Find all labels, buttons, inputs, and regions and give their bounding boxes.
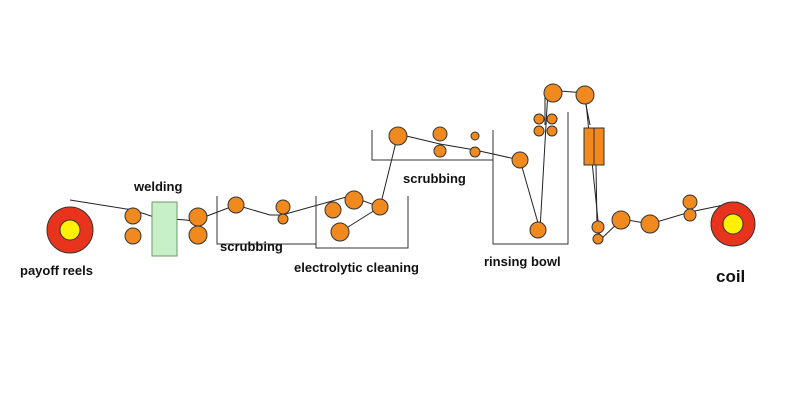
roller [275, 199, 291, 215]
roller [188, 207, 208, 227]
label-scrubbing-1: scrubbing [220, 239, 283, 254]
roller [371, 198, 389, 216]
roller [682, 194, 698, 210]
roller [611, 210, 631, 230]
label-coil: coil [716, 267, 745, 286]
label-electrolytic-cleaning: electrolytic cleaning [294, 260, 419, 275]
roller [592, 233, 604, 245]
roller [330, 222, 350, 242]
roller [546, 113, 558, 125]
roller [533, 125, 545, 137]
roller [511, 151, 529, 169]
roller [575, 85, 595, 105]
welding-unit [151, 201, 178, 257]
roller [543, 83, 563, 103]
roller [277, 213, 289, 225]
roller [227, 196, 245, 214]
roller [683, 208, 697, 222]
roller [546, 125, 558, 137]
roller [124, 227, 142, 245]
electrolytic-cleaning-tank [315, 196, 409, 249]
payoff-reel-inner [59, 219, 81, 241]
roller [470, 131, 480, 141]
roller [529, 221, 547, 239]
roller [432, 126, 448, 142]
roller [188, 225, 208, 245]
coil-reel-inner [722, 213, 744, 235]
roller [469, 146, 481, 158]
roller [124, 207, 142, 225]
roller [640, 214, 660, 234]
roller [388, 126, 408, 146]
roller [324, 201, 342, 219]
roller [433, 144, 447, 158]
label-rinsing-bowl: rinsing bowl [484, 254, 561, 269]
roller [344, 190, 364, 210]
strip-path-segment [595, 164, 598, 226]
roller [533, 113, 545, 125]
label-welding: welding [133, 179, 182, 194]
rinsing-bowl-tank [492, 112, 569, 245]
label-scrubbing-2: scrubbing [403, 171, 466, 186]
roller [591, 220, 605, 234]
label-payoff-reels: payoff reels [20, 263, 93, 278]
scrubbing-tank-2 [371, 130, 494, 161]
